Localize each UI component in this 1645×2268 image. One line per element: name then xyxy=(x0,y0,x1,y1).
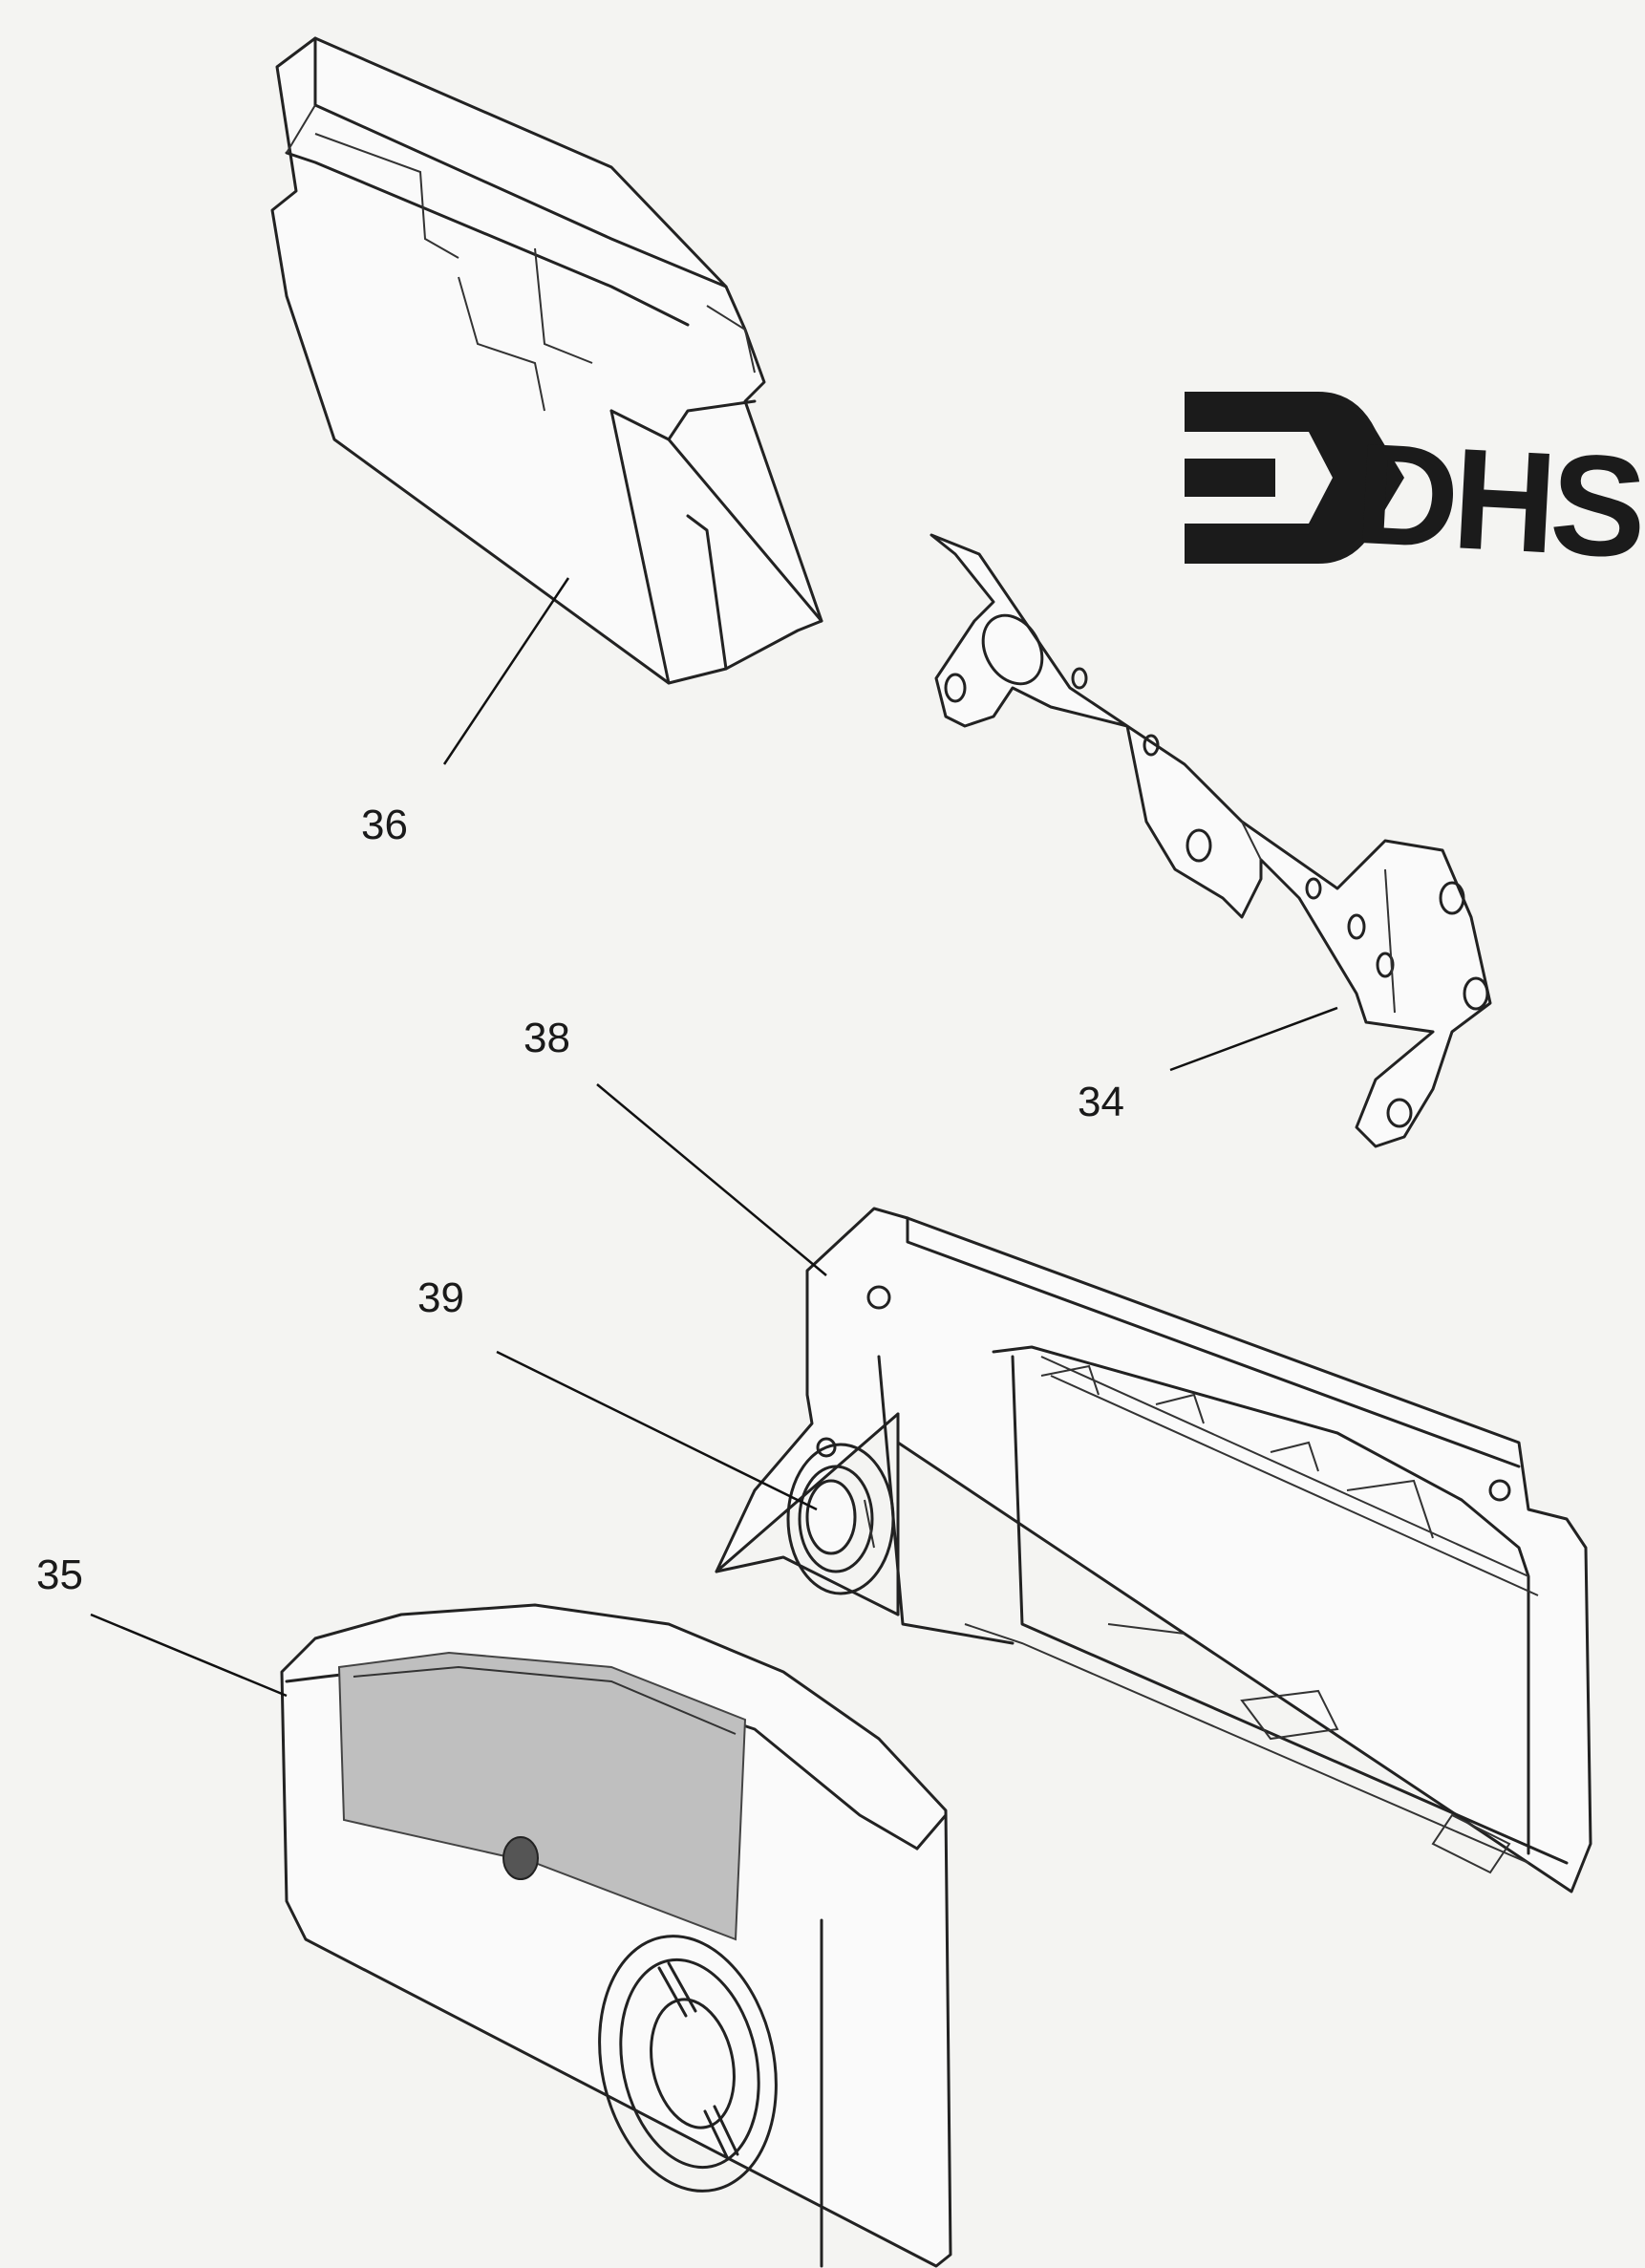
part-38-housing xyxy=(715,1207,1592,1894)
part-39-knob xyxy=(786,1443,895,1595)
part-34-bracket xyxy=(929,533,1492,1148)
part-35-cover xyxy=(280,1603,952,2268)
leader-35 xyxy=(90,1613,288,1698)
shaded-panel xyxy=(337,1651,747,1941)
dhs-logo: DHS xyxy=(1185,392,1645,588)
leader-36 xyxy=(442,577,570,765)
part-label-36: 36 xyxy=(361,802,408,848)
leader-38 xyxy=(596,1083,827,1276)
leader-34 xyxy=(1169,1006,1338,1072)
part-label-38: 38 xyxy=(523,1015,570,1061)
hole-icon xyxy=(502,1836,539,1880)
logo-text: DHS xyxy=(1352,413,1645,588)
logo-mark-icon xyxy=(1185,392,1404,564)
logo-bar-icon xyxy=(1185,459,1275,497)
part-label-35: 35 xyxy=(36,1551,83,1598)
leader-39 xyxy=(496,1350,818,1511)
part-label-34: 34 xyxy=(1078,1079,1124,1125)
part-36-module xyxy=(270,36,823,685)
part-label-39: 39 xyxy=(417,1274,464,1321)
